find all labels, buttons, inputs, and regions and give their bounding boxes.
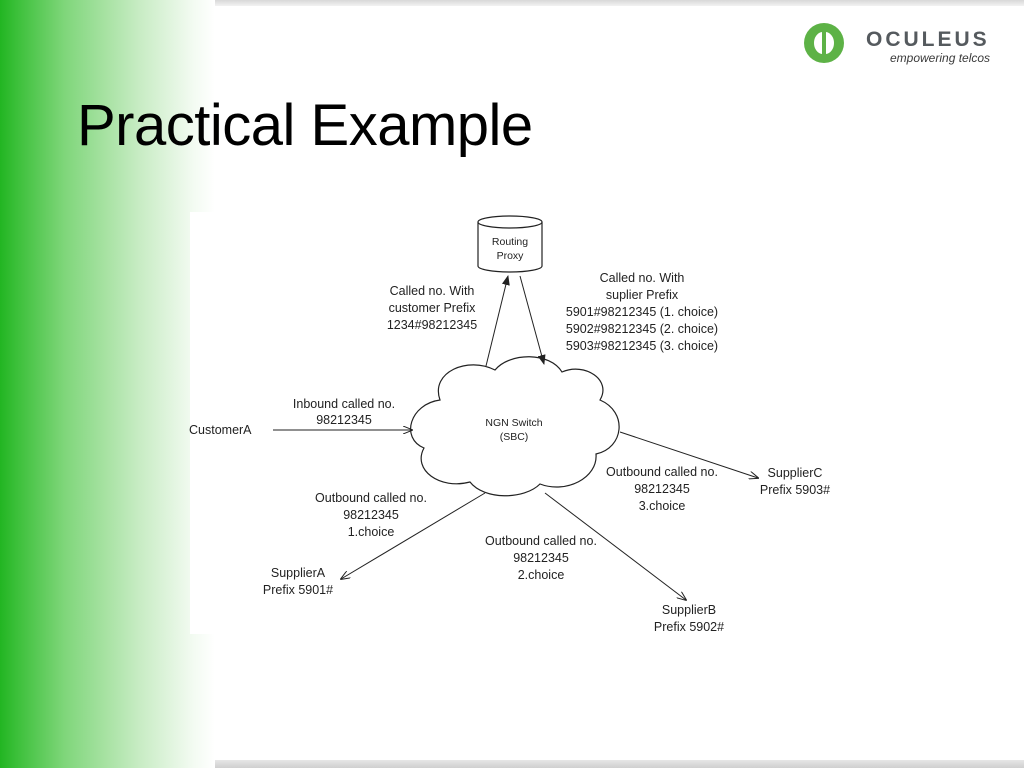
arrow-switch-to-supplier-c (619, 431, 758, 478)
supplier-c: SupplierC Prefix 5903# (760, 466, 830, 497)
oculeus-logo-icon (804, 23, 844, 63)
logo-tagline: empowering telcos (890, 51, 991, 65)
routing-proxy-label-2: Proxy (497, 250, 525, 262)
outbound-c-label: Outbound called no. 98212345 3.choice (606, 465, 718, 513)
to-proxy-label-line-2: customer Prefix (389, 301, 477, 315)
supplier-b-name: SupplierB (662, 603, 716, 617)
supplier-b: SupplierB Prefix 5902# (654, 603, 724, 634)
supplier-a: SupplierA Prefix 5901# (263, 566, 333, 597)
inbound-label-line-1: Inbound called no. (293, 397, 395, 411)
arrow-proxy-to-switch (519, 275, 546, 365)
supplier-c-prefix: Prefix 5903# (760, 483, 830, 497)
inbound-label-line-2: 98212345 (316, 413, 372, 427)
supplier-a-prefix: Prefix 5901# (263, 583, 333, 597)
arrow-switch-to-supplier-b (544, 492, 686, 600)
left-gradient-band (0, 0, 215, 768)
switch-label-2: (SBC) (500, 431, 529, 443)
from-proxy-label-line-1: Called no. With (600, 271, 685, 285)
outbound-b-label: Outbound called no. 98212345 2.choice (485, 534, 597, 582)
slide-title: Practical Example (77, 93, 533, 158)
to-proxy-label-line-1: Called no. With (390, 284, 475, 298)
outbound-c-line-1: Outbound called no. (606, 465, 718, 479)
routing-proxy-label-1: Routing (492, 236, 528, 248)
outbound-a-label: Outbound called no. 98212345 1.choice (315, 491, 427, 539)
bottom-border (215, 760, 1024, 768)
outbound-b-line-2: 98212345 (513, 551, 569, 565)
outbound-b-line-1: Outbound called no. (485, 534, 597, 548)
arrow-switch-to-proxy (485, 275, 510, 367)
outbound-c-line-2: 98212345 (634, 482, 690, 496)
outbound-a-line-1: Outbound called no. (315, 491, 427, 505)
from-proxy-label-line-3: 5901#98212345 (1. choice) (566, 305, 718, 319)
arrow-switch-to-supplier-a (341, 492, 486, 579)
outbound-a-line-3: 1.choice (348, 525, 395, 539)
customer-a-label: CustomerA (189, 423, 252, 437)
logo-wordmark: OCULEUS (866, 28, 990, 51)
from-proxy-label-line-5: 5903#98212345 (3. choice) (566, 339, 718, 353)
from-proxy-label: Called no. With suplier Prefix 5901#9821… (566, 271, 718, 353)
supplier-a-name: SupplierA (271, 566, 326, 580)
ngn-switch-cloud: NGN Switch (SBC) (410, 356, 620, 497)
switch-label-1: NGN Switch (485, 417, 542, 429)
oculeus-logo: OCULEUS empowering telcos (800, 22, 1015, 68)
top-border (215, 0, 1024, 6)
to-proxy-label: Called no. With customer Prefix 1234#982… (387, 284, 477, 332)
supplier-b-prefix: Prefix 5902# (654, 620, 724, 634)
outbound-b-line-3: 2.choice (518, 568, 565, 582)
supplier-c-name: SupplierC (768, 466, 823, 480)
inbound-label: Inbound called no. 98212345 (293, 397, 395, 427)
from-proxy-label-line-2: suplier Prefix (606, 288, 679, 302)
routing-proxy-database: Routing Proxy (477, 215, 543, 273)
to-proxy-label-line-3: 1234#98212345 (387, 318, 477, 332)
outbound-a-line-2: 98212345 (343, 508, 399, 522)
from-proxy-label-line-4: 5902#98212345 (2. choice) (566, 322, 718, 336)
outbound-c-line-3: 3.choice (639, 499, 686, 513)
